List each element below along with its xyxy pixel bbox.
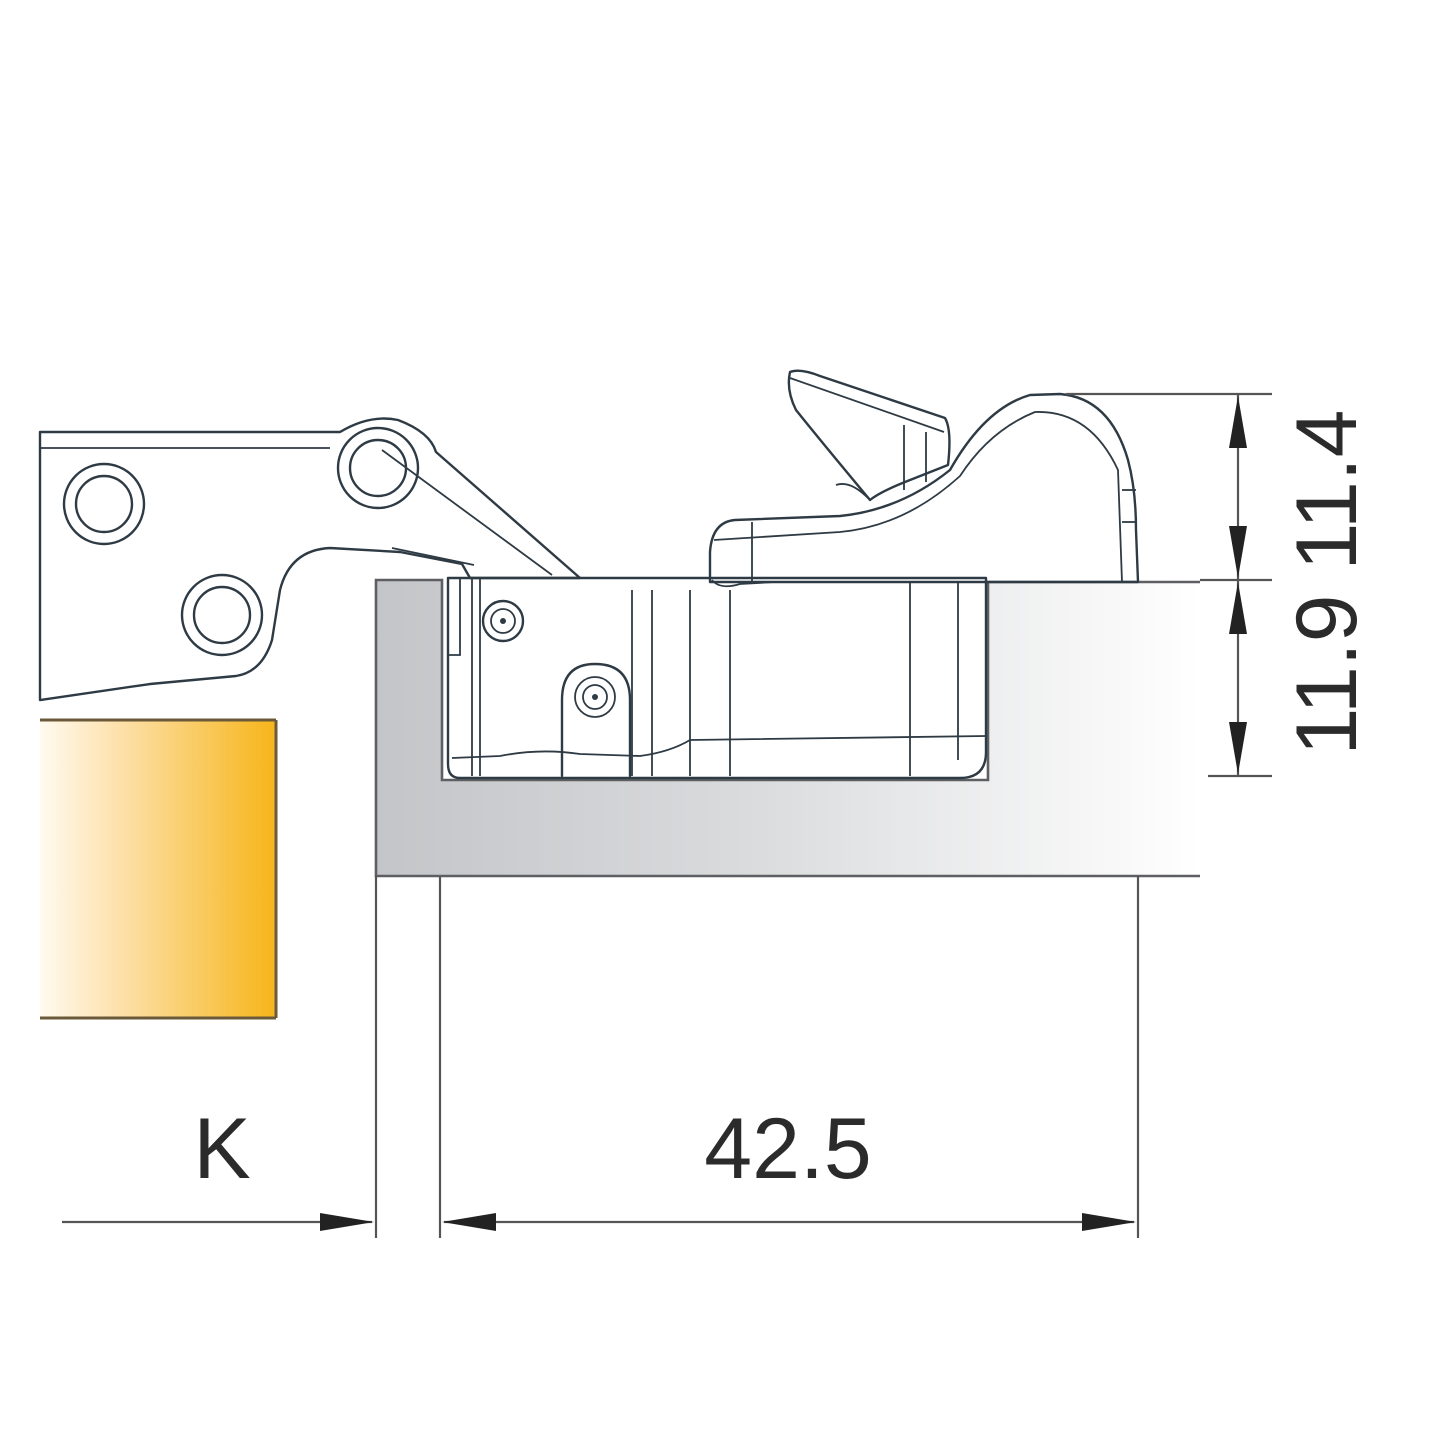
dimension-label-lower: 11.9: [1279, 595, 1375, 756]
arrow-down-icon: [1229, 526, 1247, 578]
dimension-label-width: 42.5: [704, 1101, 871, 1197]
rivet-icon: [180, 573, 264, 657]
screw-slot: [560, 662, 632, 778]
door-panel: [40, 718, 278, 1020]
screw-icon: [481, 599, 525, 643]
release-lever: [787, 369, 951, 502]
arrow-left-icon: [442, 1213, 496, 1231]
arrow-up-icon: [1229, 396, 1247, 448]
hinge-cup: [446, 576, 988, 780]
dimension-label-upper: 11.4: [1279, 410, 1375, 571]
hinge-arm: [38, 417, 582, 702]
cabinet-panel: [374, 578, 1200, 878]
rivet-icon: [336, 426, 420, 510]
arrow-right-icon: [1082, 1213, 1136, 1231]
hinge-body: [708, 392, 1140, 588]
dimension-label-k: K: [193, 1101, 250, 1197]
arrow-right-icon: [320, 1213, 374, 1231]
arrow-up-icon: [1229, 582, 1247, 634]
horizontal-dimension: K 42.5: [62, 876, 1140, 1238]
arrow-down-icon: [1229, 722, 1247, 774]
rivet-icon: [62, 462, 146, 546]
vertical-dimension: 11.4 11.9: [1066, 392, 1375, 778]
